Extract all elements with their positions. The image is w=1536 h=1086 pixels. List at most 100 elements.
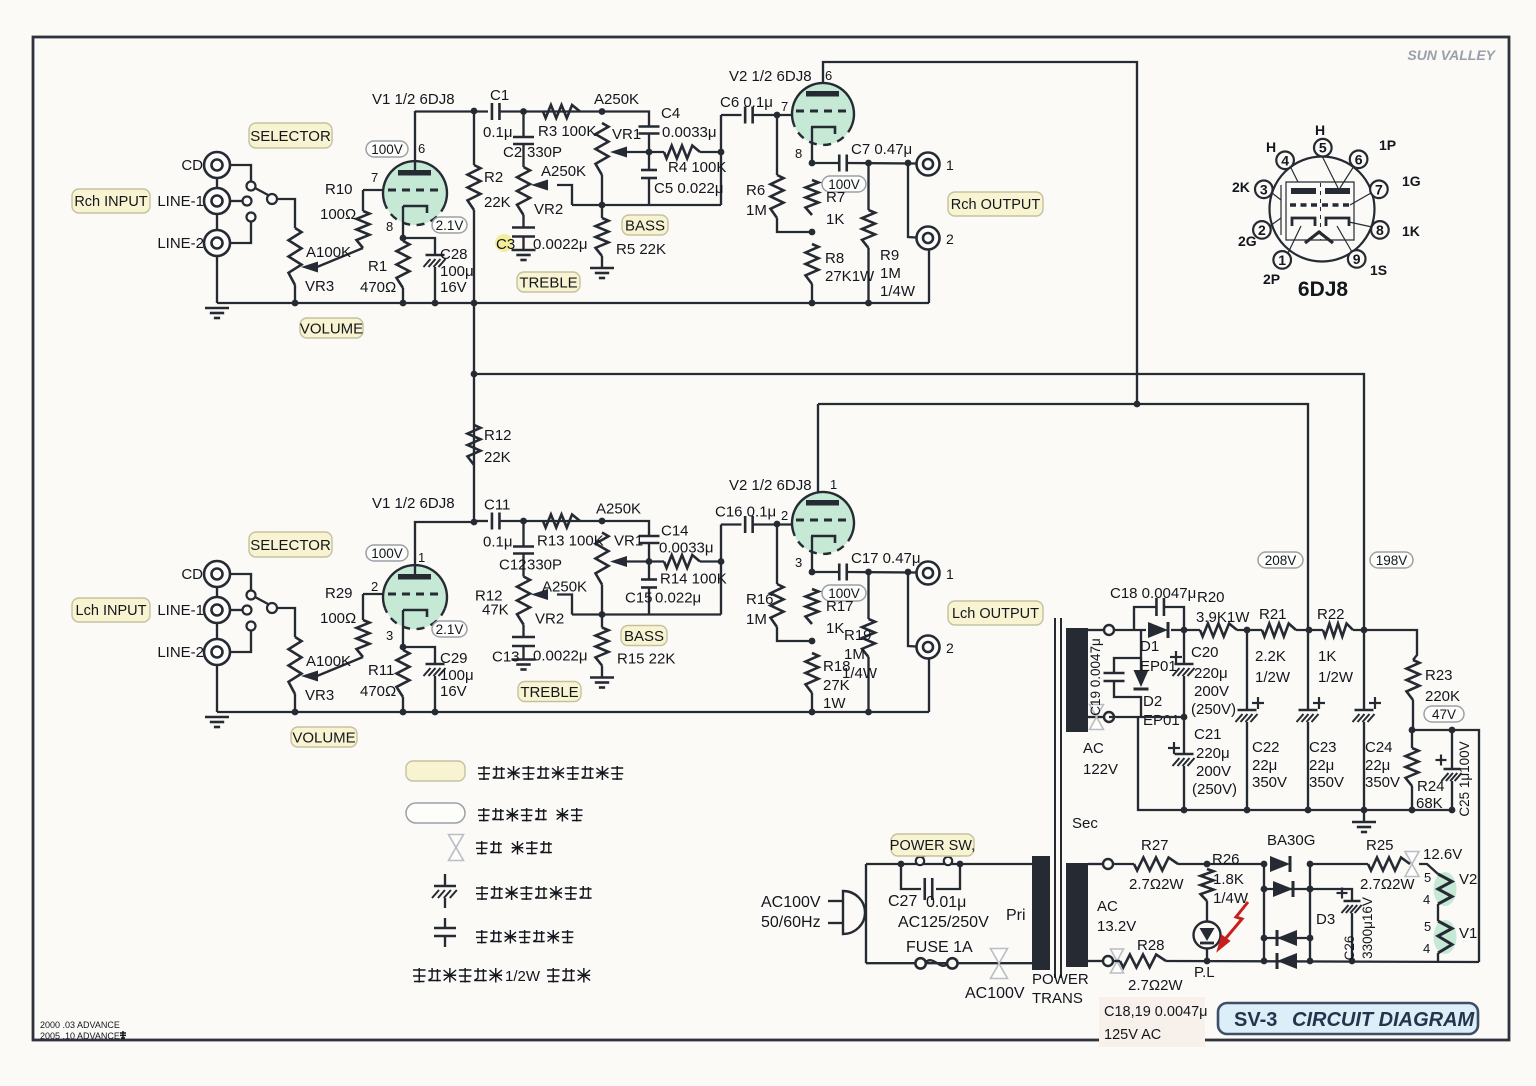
svg-text:R10: R10 [325, 181, 353, 198]
svg-text:350V: 350V [1365, 774, 1400, 791]
svg-text:1: 1 [1278, 252, 1286, 268]
svg-text:50/60Hz: 50/60Hz [761, 914, 821, 931]
svg-text:C15: C15 [625, 590, 653, 607]
svg-text:8: 8 [795, 146, 802, 161]
svg-text:1: 1 [946, 157, 954, 173]
svg-text:SELECTOR: SELECTOR [250, 537, 331, 554]
svg-text:R3 100K: R3 100K [538, 123, 596, 140]
svg-text:47K: 47K [482, 602, 509, 619]
svg-text:R5 22K: R5 22K [616, 241, 666, 258]
svg-text:AC: AC [1097, 898, 1118, 915]
svg-text:R20: R20 [1197, 589, 1225, 606]
svg-text:R12: R12 [475, 588, 503, 605]
svg-text:2000 .03 ADVANCE: 2000 .03 ADVANCE [40, 1020, 120, 1030]
svg-text:1/4W: 1/4W [880, 283, 916, 300]
svg-text:2K: 2K [1232, 179, 1250, 195]
svg-text:2005 .10 ADVANCE: 2005 .10 ADVANCE [40, 1031, 120, 1041]
svg-text:100Ω: 100Ω [320, 610, 356, 627]
svg-text:1/2W: 1/2W [1318, 669, 1354, 686]
svg-text:R12: R12 [484, 427, 512, 444]
svg-text:68K: 68K [1416, 795, 1443, 812]
svg-text:1M: 1M [746, 611, 767, 628]
svg-text:2G: 2G [1238, 233, 1257, 249]
svg-text:100V: 100V [371, 546, 403, 561]
svg-text:22μ: 22μ [1309, 757, 1334, 774]
svg-text:C1: C1 [490, 87, 509, 104]
svg-text:LINE-1: LINE-1 [157, 193, 204, 210]
svg-text:1/2W: 1/2W [1255, 669, 1291, 686]
svg-text:V2 1/2 6DJ8: V2 1/2 6DJ8 [729, 68, 812, 85]
svg-text:A250K: A250K [596, 501, 641, 518]
svg-text:1M: 1M [844, 646, 865, 663]
svg-text:3300μ16V: 3300μ16V [1360, 897, 1375, 959]
svg-text:1/4W: 1/4W [842, 665, 878, 682]
svg-text:C22: C22 [1252, 739, 1280, 756]
svg-text:2.7Ω2W: 2.7Ω2W [1129, 876, 1184, 893]
svg-text:C14: C14 [661, 523, 689, 540]
svg-text:125V AC: 125V AC [1104, 1027, 1161, 1043]
svg-text:(250V): (250V) [1192, 781, 1237, 798]
svg-text:R22: R22 [1317, 606, 1345, 623]
svg-text:R7: R7 [826, 189, 845, 206]
svg-text:EP01: EP01 [1140, 658, 1177, 675]
svg-text:6: 6 [825, 68, 832, 83]
svg-text:208V: 208V [1265, 553, 1297, 568]
svg-text:27K1W: 27K1W [825, 268, 875, 285]
svg-text:C25 1μ100V: C25 1μ100V [1457, 741, 1472, 816]
svg-text:0.0022μ: 0.0022μ [533, 648, 588, 665]
svg-text:330P: 330P [527, 144, 562, 161]
svg-text:CD: CD [181, 157, 203, 174]
svg-text:220μ: 220μ [1196, 745, 1230, 762]
svg-text:V1 1/2 6DJ8: V1 1/2 6DJ8 [372, 495, 455, 512]
svg-text:100V: 100V [371, 142, 403, 157]
svg-text:1G: 1G [1402, 173, 1421, 189]
svg-text:1: 1 [830, 477, 837, 492]
svg-text:LINE-2: LINE-2 [157, 644, 204, 661]
svg-text:C7 0.47μ: C7 0.47μ [851, 141, 912, 158]
svg-text:2: 2 [946, 640, 954, 656]
svg-text:AC: AC [1083, 740, 1104, 757]
svg-text:C3: C3 [496, 236, 515, 253]
svg-text:VOLUME: VOLUME [300, 320, 363, 337]
svg-text:EP01: EP01 [1143, 712, 1180, 729]
svg-text:C21: C21 [1194, 726, 1222, 743]
svg-text:100Ω: 100Ω [320, 206, 356, 223]
svg-text:22μ: 22μ [1252, 757, 1277, 774]
svg-text:0.01μ: 0.01μ [926, 894, 966, 911]
svg-text:C5 0.022μ: C5 0.022μ [654, 180, 724, 197]
svg-text:R4 100K: R4 100K [668, 159, 726, 176]
svg-text:R27: R27 [1141, 837, 1169, 854]
svg-text:Rch INPUT: Rch INPUT [74, 194, 147, 210]
svg-text:6DJ8: 6DJ8 [1298, 278, 1349, 301]
svg-text:(250V): (250V) [1191, 701, 1236, 718]
svg-text:6: 6 [418, 141, 425, 156]
svg-text:Sec: Sec [1072, 815, 1098, 832]
svg-text:100V: 100V [828, 177, 860, 192]
svg-text:AC125/250V: AC125/250V [898, 914, 989, 931]
svg-text:R26: R26 [1212, 851, 1240, 868]
svg-text:350V: 350V [1309, 774, 1344, 791]
svg-text:POWER SW,: POWER SW, [890, 838, 975, 854]
svg-text:330P: 330P [527, 557, 562, 574]
svg-text:R9: R9 [880, 247, 899, 264]
svg-text:D1: D1 [1140, 638, 1159, 655]
svg-text:VR3: VR3 [305, 687, 334, 704]
svg-text:1.8K: 1.8K [1213, 871, 1244, 888]
svg-text:TREBLE: TREBLE [520, 684, 578, 701]
svg-text:122V: 122V [1083, 761, 1118, 778]
svg-text:POWER: POWER [1032, 971, 1089, 988]
svg-text:C17 0.47μ: C17 0.47μ [851, 550, 921, 567]
svg-text:H: H [1266, 139, 1276, 155]
svg-text:C18 0.0047μ: C18 0.0047μ [1110, 585, 1196, 602]
svg-text:1P: 1P [1379, 137, 1396, 153]
svg-text:V1: V1 [1459, 925, 1477, 942]
svg-text:C13: C13 [492, 649, 520, 666]
svg-text:D2: D2 [1143, 693, 1162, 710]
svg-text:SELECTOR: SELECTOR [250, 128, 331, 145]
svg-text:R11: R11 [368, 662, 394, 679]
svg-text:TRANS: TRANS [1032, 990, 1083, 1007]
svg-text:350V: 350V [1252, 774, 1287, 791]
svg-text:LINE-2: LINE-2 [157, 235, 204, 252]
svg-text:VR1: VR1 [614, 533, 643, 550]
svg-text:5: 5 [1319, 140, 1327, 156]
